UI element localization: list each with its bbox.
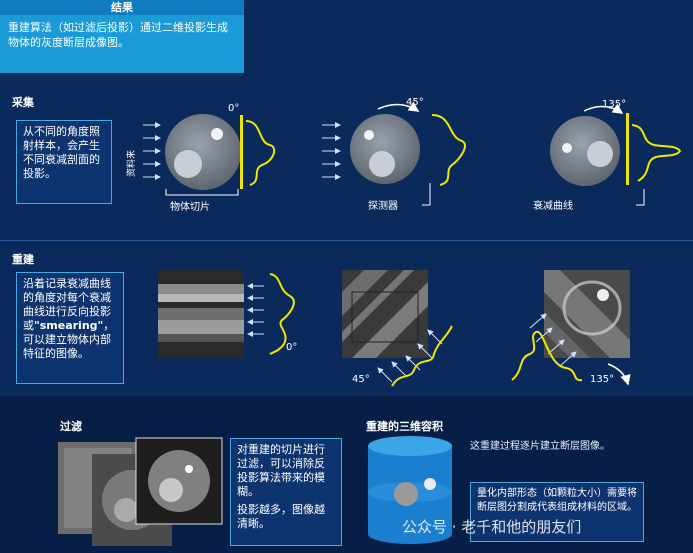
reconstruction-note: 沿着记录衰减曲线的角度对每个衰减曲线进行反向投影或"smearing"，可以建立… [16,272,124,384]
curve-label: 衰减曲线 [533,199,573,212]
detector-label: 探测器 [368,199,398,212]
detector-bar-135 [626,113,629,185]
reconstruction-angle-135: 135° [590,374,614,385]
smearing-keyword: "smearing" [34,319,104,332]
angle-label-45: 45° [406,97,424,108]
volume-cylinder [368,436,452,544]
reconstruction-angle-45: 45° [352,374,370,385]
source-arrows-45 [322,122,341,180]
source-label: 资料来 [125,150,137,177]
backproject-curve-0 [269,273,295,355]
result-text: 重建算法（如过滤后投影）通过二维投影生成物体的灰度断层成像图。 [8,21,228,49]
reconstruction-note-text: 沿着记录衰减曲线的角度对每个衰减曲线进行反向投影或 [23,277,111,332]
volume-title: 重建的三维容积 [366,420,443,433]
rotation-arrow-135 [583,103,624,114]
section-divider-1 [0,240,693,241]
reconstruction-diagram: 0° 45° 135° [158,270,631,387]
reconstruction-title: 重建 [12,253,34,266]
detector-bar-0 [240,115,243,189]
backprojection-45 [342,270,428,358]
attenuation-curve-135 [631,124,682,182]
reconstruction-note-tail: ，可以建立物体内部特征的图像。 [23,319,115,360]
result-title: 结果 [0,0,244,15]
source-arrows-0 [143,122,161,180]
filtering-note: 对重建的切片进行过滤，可以消除反投影算法带来的模糊。 投影越多，图像越清晰。 [230,438,342,546]
backprojection-135 [544,270,630,358]
reconstruction-angle-0: 0° [286,342,297,353]
filtering-title: 过滤 [60,420,82,433]
filtering-note-1: 对重建的切片进行过滤，可以消除反投影算法带来的模糊。 [237,443,325,498]
filtered-slices [58,437,223,546]
angle-label-0: 0° [228,103,239,114]
attenuation-curve-45 [431,114,466,186]
slice-label: 物体切片 [170,200,210,213]
backproject-arrows-135 [529,313,577,367]
curve-pointer [636,189,645,206]
acquisition-title: 采集 [12,96,34,109]
acquisition-diagram: 0° 物体切片 资料来 45° 探测器 135° 衰减曲线 [125,97,682,213]
slice-bracket [165,189,239,196]
backproject-arrows-0 [247,283,264,337]
rotation-arrow-45 [377,101,420,112]
angle-label-135: 135° [602,99,626,110]
rotation-arrow-recon-135 [607,363,631,386]
volume-note-1: 这重建过程逐片建立断层图像。 [470,441,610,452]
backproject-curve-45 [391,325,453,387]
backproject-curve-135 [511,330,583,382]
filtering-note-2: 投影越多，图像越清晰。 [237,503,325,530]
backprojection-0 [158,270,244,358]
watermark: 公众号 · 老千和他的朋友们 [402,518,582,536]
attenuation-curve-0 [245,120,276,186]
detector-pointer [422,183,431,206]
volume-note-2: 量化内部形态（如颗粒大小）需要将断层图分割成代表组成材料的区域。 [470,482,644,542]
acquisition-note: 从不同的角度照射样本，会产生不同衰减剖面的投影。 [16,120,112,204]
backproject-arrows-45 [377,329,443,383]
object-slice-0 [165,114,241,190]
object-slice-135 [550,116,620,186]
object-slice-45 [350,114,420,184]
